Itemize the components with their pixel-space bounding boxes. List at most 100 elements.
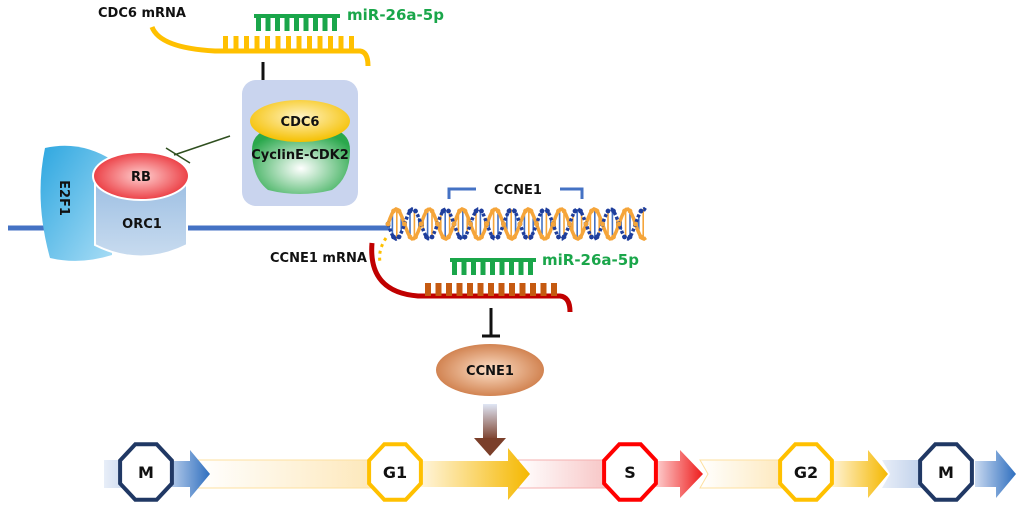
mirna-base [490,261,495,275]
dna-nucleotide [457,208,462,214]
arrow-g1 [420,448,530,500]
dna-nucleotide [589,234,594,240]
mirna-bottom [450,258,536,275]
mirna-base [480,261,486,275]
dna-nucleotide [556,234,561,240]
ccne1-gene-bracket [447,187,584,199]
mrna-base [551,283,557,296]
dna-nucleotide [385,221,391,227]
mrna-base [317,36,323,50]
dna-nucleotide [495,234,501,240]
mrna-base [223,36,228,50]
mrna-base [296,36,302,50]
mrna-base [446,283,452,296]
mrna-base [435,283,442,296]
mrna-base [275,36,281,50]
dna-nucleotide [605,208,611,214]
mirna-top [254,14,340,31]
dna-nucleotide [418,221,424,227]
dna-nucleotide [523,208,528,214]
dna-nucleotide [490,208,495,214]
cycle-band-m-g1 [197,459,381,489]
dna-nucleotide [583,221,589,227]
mrna-base [338,36,344,50]
mrna-base [265,36,270,50]
dna-nucleotide [611,234,616,240]
dna-nucleotide [429,208,435,214]
dna-nucleotide [473,208,479,214]
orc1-label: ORC1 [122,217,162,232]
dna-nucleotide [440,234,446,240]
dna-nucleotide [578,208,583,214]
dna-nucleotide [473,234,479,240]
orc1-protein [94,179,188,258]
mrna-base [498,283,505,296]
ccne1-mrna [369,242,573,313]
dna-nucleotide [490,234,495,240]
mrna-base [530,283,536,296]
dna-nucleotide [534,221,539,227]
dna-nucleotide [413,208,418,214]
rb-label: RB [131,170,151,185]
phase-label: G2 [794,463,818,482]
mrna-base [467,283,473,296]
phase-label: S [624,463,636,482]
cyclin-cdk2-label: CyclinE-CDK2 [251,148,349,163]
e2f1-label: E2F1 [56,180,71,216]
mrna-base [509,283,515,296]
dna-nucleotide [539,208,545,214]
dna-nucleotide [611,208,616,214]
dna-nucleotide [506,234,512,240]
mirna-top-label: miR-26a-5p [347,6,444,24]
dna-nucleotide [446,234,451,240]
dna-nucleotide [517,221,523,227]
dna-nucleotide [462,208,468,214]
dna-nucleotide [528,208,534,214]
dna-nucleotide [561,234,567,240]
dna-nucleotide [479,208,484,214]
transcription-dots [378,237,388,263]
ccne1-mrna-label: CCNE1 mRNA [270,251,367,266]
dna-nucleotide [556,208,561,214]
dna-nucleotide [545,208,550,214]
cdc6-cyclin-complex [242,80,358,206]
mirna-base [265,17,271,31]
dna-nucleotide [622,208,627,214]
mirna-base [452,261,457,275]
mirna-base [461,261,467,275]
cycle-band-g1-s [517,459,611,489]
dna-nucleotide [578,234,583,240]
dna-nucleotide [396,234,402,240]
mrna-base [456,283,463,296]
mrna-base [488,283,494,296]
mirna-base [332,17,337,31]
dna-nucleotide [523,234,528,240]
mirna-base [284,17,290,31]
mrna-base [425,283,431,296]
dna-nucleotide [413,234,418,240]
dna-nucleotide [572,234,578,240]
dna-nucleotide [446,208,451,214]
ccne1-gene-label: CCNE1 [494,183,542,198]
dna-nucleotide [528,234,534,240]
mrna-base [244,36,249,50]
arrow-m1 [165,450,210,498]
dna-nucleotide [638,208,644,214]
ccne1-protein-label: CCNE1 [466,364,514,379]
dna-nucleotide [429,234,435,240]
mirna-base [528,261,533,275]
phase-label: G1 [383,463,407,482]
mrna-base [349,36,354,50]
mirna-bottom-label: miR-26a-5p [542,251,639,269]
mrna-base [540,283,547,296]
phase-node-m [918,442,974,502]
dna-nucleotide [627,234,633,240]
phase-node-m [118,442,174,502]
dna-nucleotide [501,221,506,227]
dna-nucleotide [457,234,462,240]
dna-nucleotide [391,208,396,214]
cdc6-mrna-teeth [223,36,354,50]
dna-nucleotide [424,208,429,214]
